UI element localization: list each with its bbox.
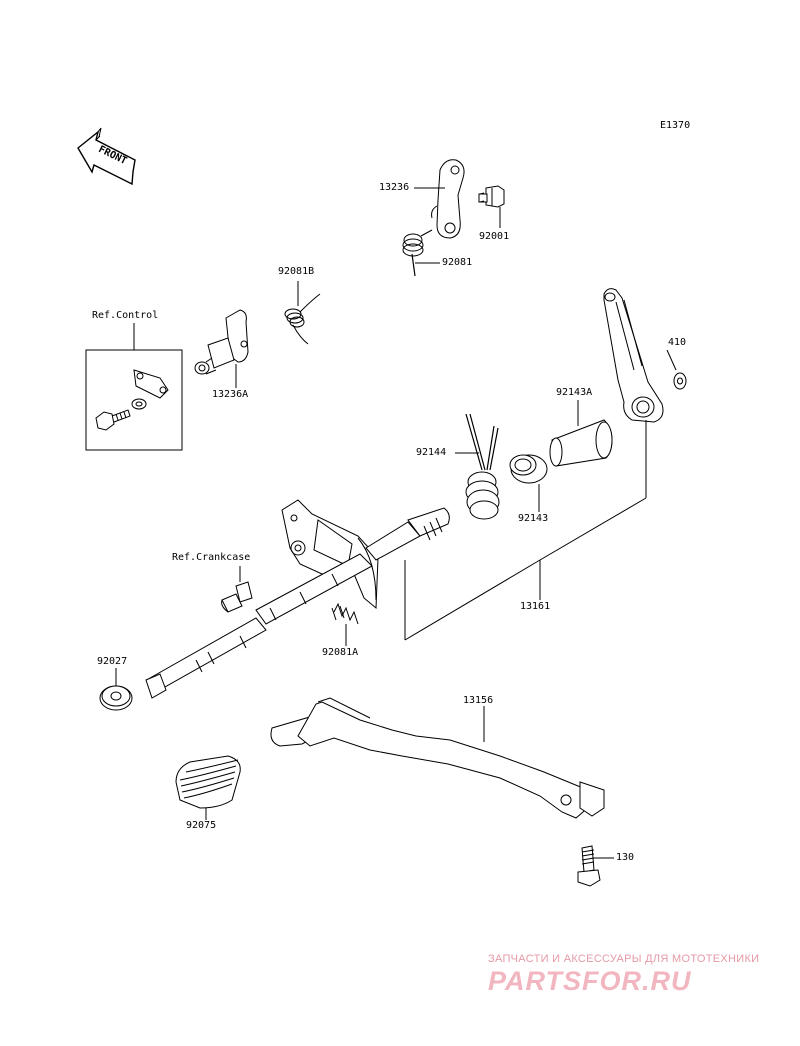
- part-label-92001: 92001: [479, 231, 510, 242]
- ref-control-label: Ref.Control: [92, 310, 159, 321]
- part-13161-shift-shaft: [146, 500, 449, 698]
- part-13236A: [195, 310, 248, 374]
- part-label-13236A: 13236A: [212, 389, 249, 400]
- part-label-13161: 13161: [520, 601, 551, 612]
- part-92081A-spring: [332, 604, 358, 624]
- part-label-92143A: 92143A: [556, 387, 593, 398]
- part-label-410: 410: [668, 337, 687, 348]
- part-130-bolt: [578, 846, 600, 886]
- ref-crankcase-label: Ref.Crankcase: [172, 552, 251, 563]
- part-92075-rubber: [176, 756, 240, 808]
- part-crankcase-pin: [222, 582, 252, 612]
- part-92143-bearing: [510, 455, 547, 483]
- part-92001-bolt: [479, 186, 504, 207]
- part-410-washer: [674, 373, 686, 389]
- watermark-tagline: ЗАПЧАСТИ И АКСЕССУАРЫ ДЛЯ МОТОТЕХНИКИ: [488, 953, 760, 965]
- watermark-logo: PARTSFOR.RU: [488, 966, 692, 996]
- part-label-13236: 13236: [379, 182, 410, 193]
- part-label-92143: 92143: [518, 513, 549, 524]
- part-label-92081A: 92081A: [322, 647, 359, 658]
- part-92027-washer: [100, 686, 132, 710]
- part-label-92144: 92144: [416, 447, 447, 458]
- leader-13161: [405, 420, 646, 640]
- part-13236-lever: [432, 160, 465, 238]
- diagram-code: E1370: [660, 120, 691, 131]
- part-92081-spring: [403, 230, 432, 276]
- part-label-92081B: 92081B: [278, 266, 315, 277]
- leader-410: [667, 350, 676, 370]
- part-92144-spring: [466, 414, 499, 519]
- part-label-13156: 13156: [463, 695, 494, 706]
- part-92143A-collar: [550, 420, 612, 466]
- part-label-92027: 92027: [97, 656, 128, 667]
- front-arrow-icon: FRONT: [78, 128, 135, 184]
- part-92081B-spring: [285, 294, 320, 344]
- part-label-92081: 92081: [442, 257, 473, 268]
- part-label-130: 130: [616, 852, 635, 863]
- part-label-92075: 92075: [186, 820, 217, 831]
- part-13156-pedal: [271, 698, 604, 818]
- part-13161-arm: [604, 289, 663, 422]
- ref-control-box: [86, 323, 182, 450]
